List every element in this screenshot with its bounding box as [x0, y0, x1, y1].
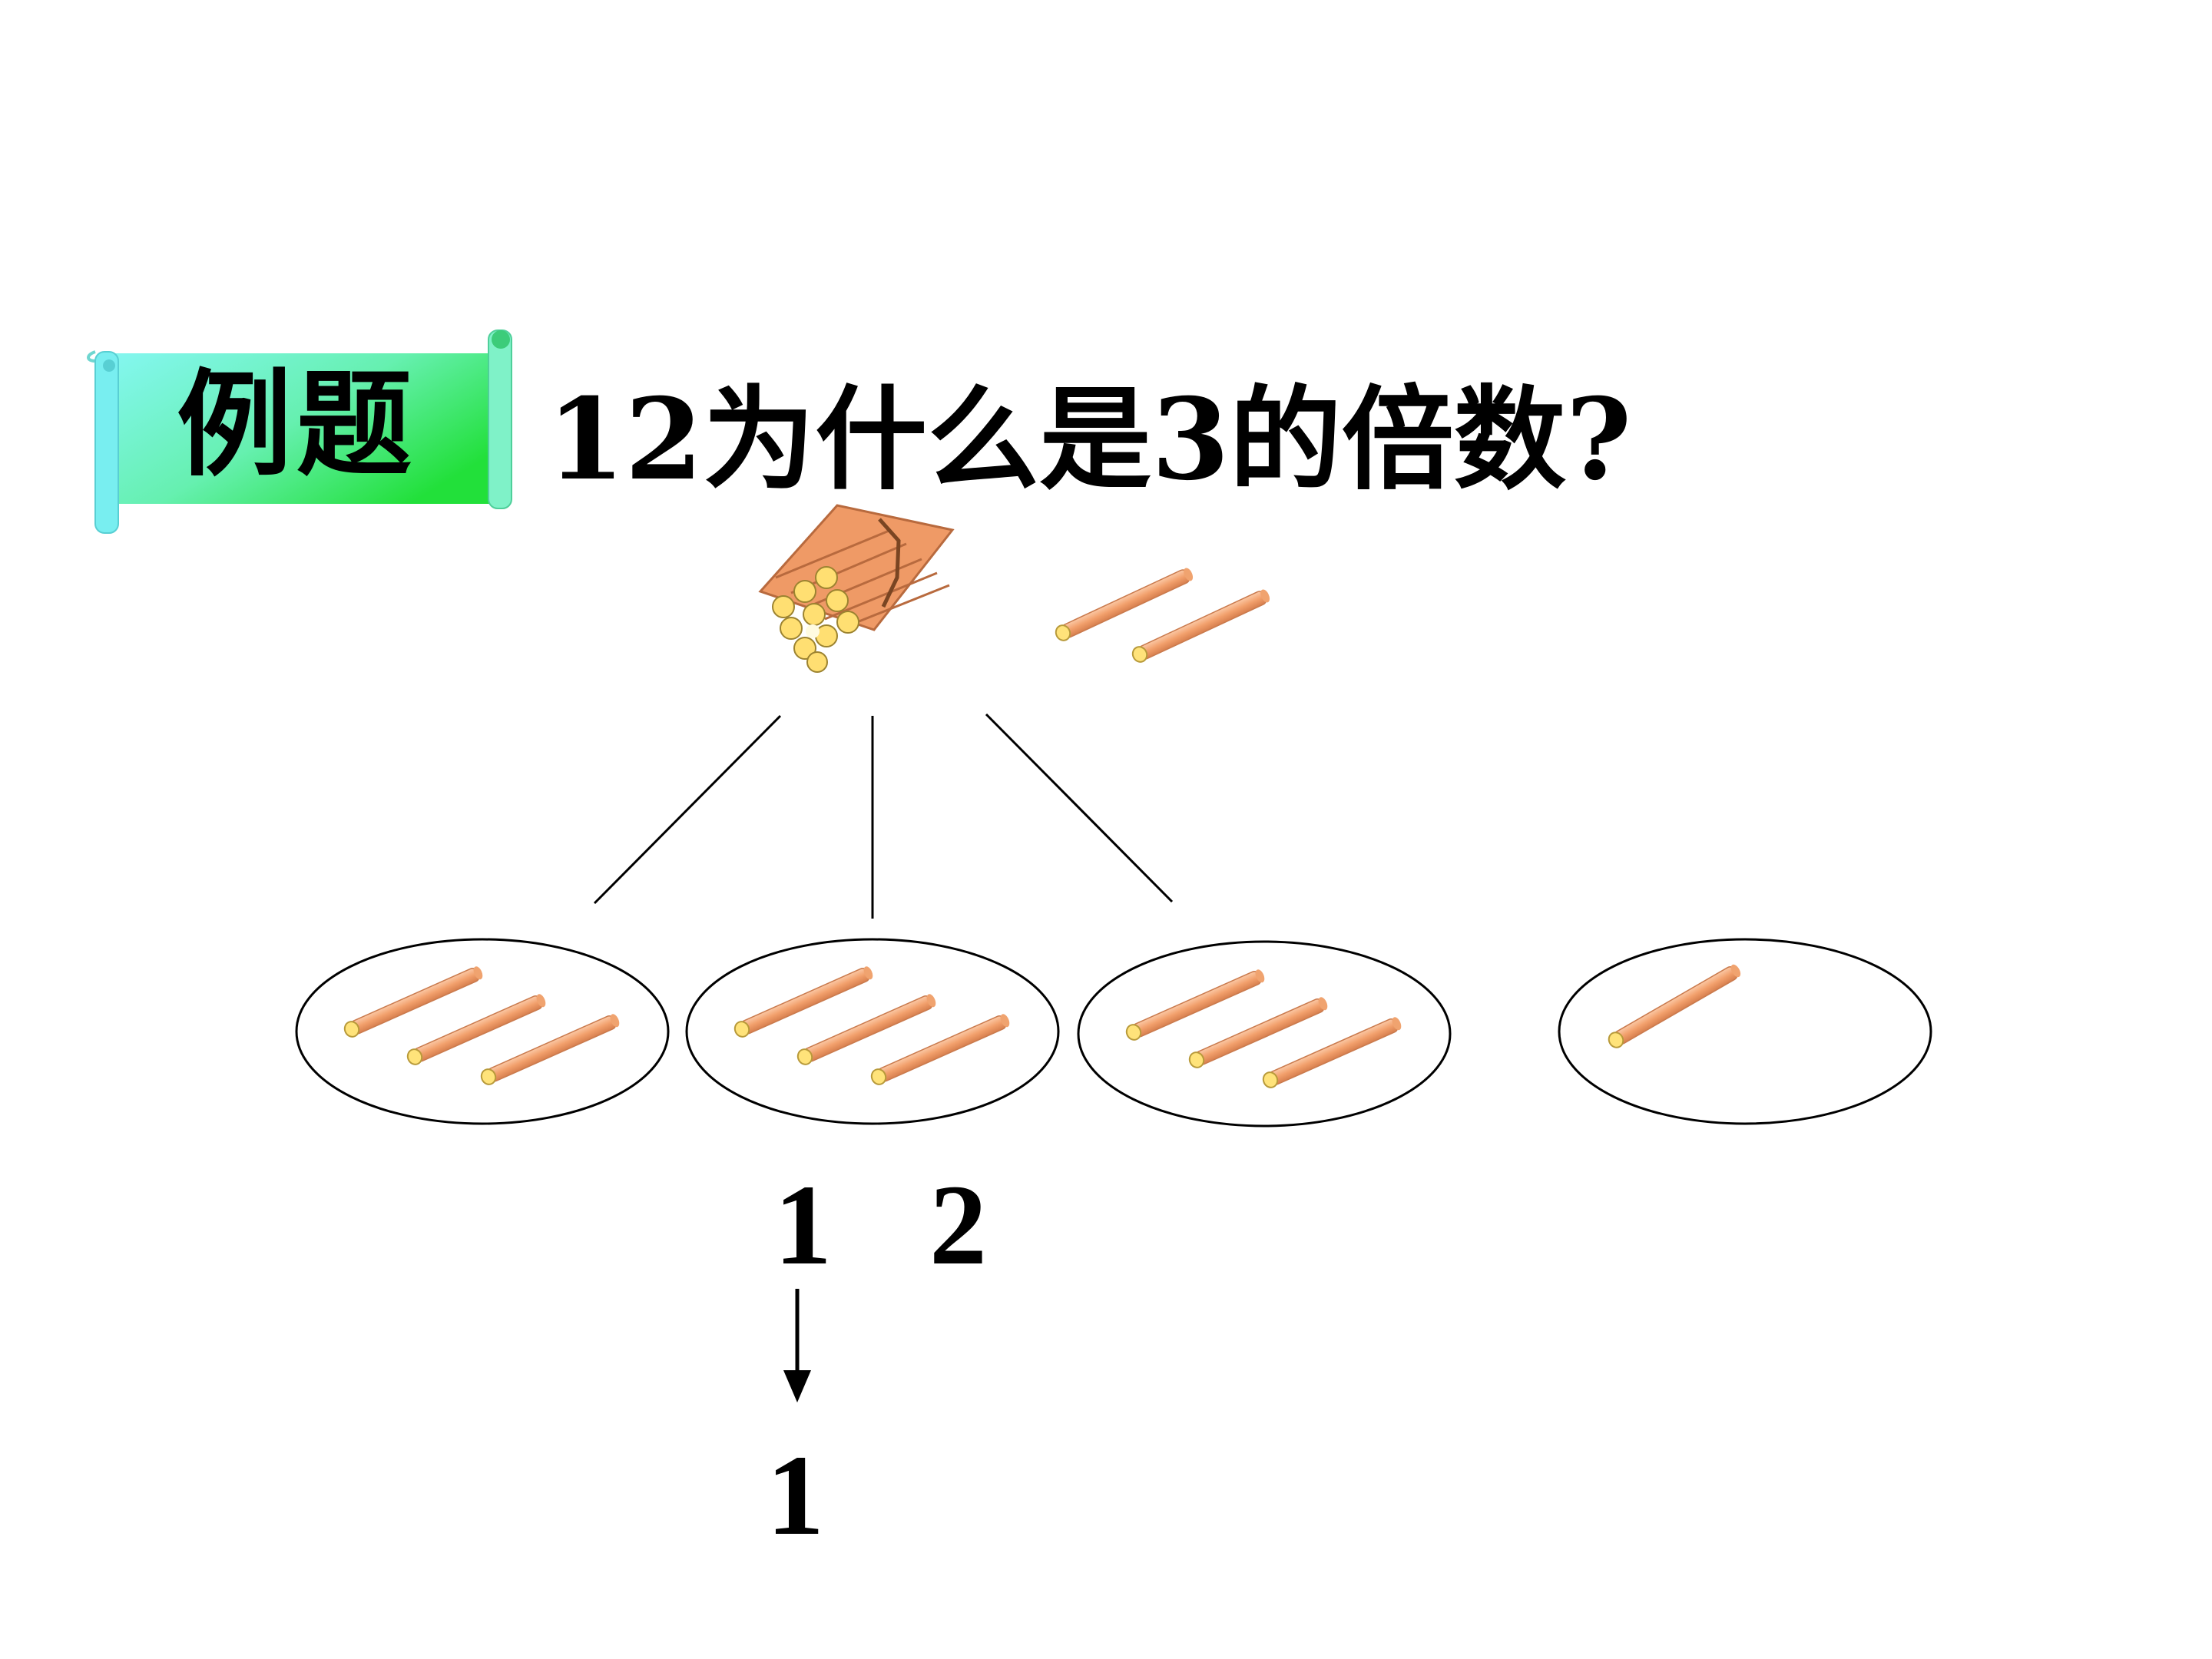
number-one-bottom: 1 — [767, 1432, 824, 1559]
group-ellipse-2 — [685, 938, 1060, 1125]
example-label: 例题 — [177, 357, 417, 492]
group-ellipse-1 — [295, 938, 670, 1125]
group-ellipse-3 — [1077, 940, 1452, 1128]
example-banner — [87, 329, 512, 534]
question-text: 12为什么是3的倍数? — [547, 374, 1632, 505]
bundle-of-ten-sticks-icon — [758, 504, 955, 673]
group-ellipse-4 — [1558, 938, 1932, 1125]
number-two-top: 2 — [929, 1161, 987, 1289]
number-one-top: 1 — [774, 1161, 832, 1289]
split-lines — [593, 713, 1174, 919]
loose-sticks — [1052, 565, 1273, 665]
down-arrow-icon — [783, 1289, 811, 1402]
